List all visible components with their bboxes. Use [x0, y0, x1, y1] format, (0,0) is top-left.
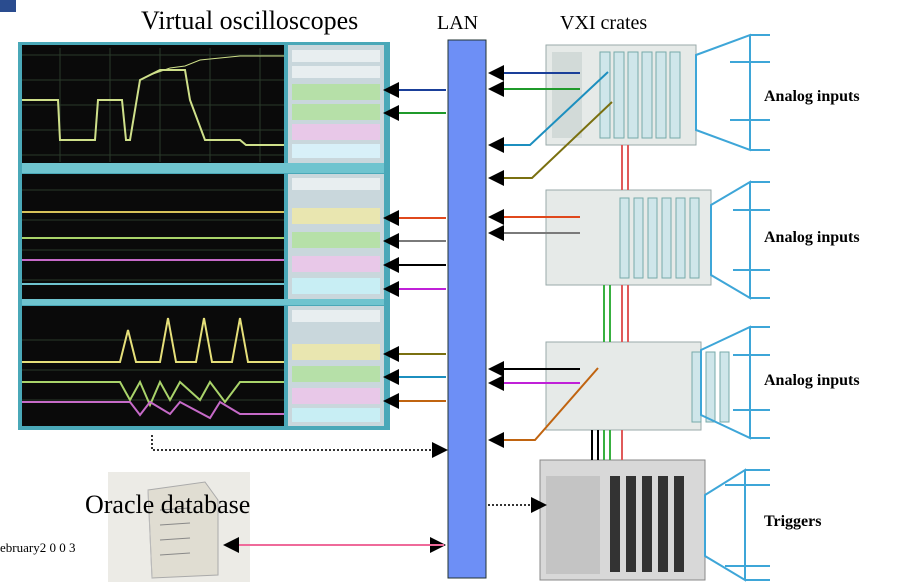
scope-screen-1 [22, 45, 284, 163]
dotted-links [151, 435, 547, 513]
oscilloscopes-title: Virtual oscilloscopes [141, 6, 359, 35]
trigger-crate [539, 459, 770, 582]
triggers-label: Triggers [764, 513, 822, 530]
lan-to-scope-arrows [383, 82, 446, 409]
scope-screen-3 [22, 306, 284, 426]
lan-label: LAN [437, 12, 479, 34]
slide-corner-mark [0, 0, 16, 12]
analog-inputs-label-2: Analog inputs [764, 229, 860, 246]
crate-interconnects [591, 145, 629, 460]
analog-inputs-label-3: Analog inputs [764, 372, 860, 389]
vxi-crate-3 [545, 325, 770, 440]
vxi-crate-2 [545, 180, 770, 300]
crate-to-lan-arrows [488, 65, 613, 448]
vxi-crates-label: VXI crates [560, 12, 648, 34]
lan-bus [447, 39, 487, 579]
database-server [108, 472, 250, 582]
analog-inputs-label-1: Analog inputs [764, 88, 860, 105]
virtual-oscilloscopes-panel [18, 42, 390, 430]
scope-screen-2 [22, 174, 284, 299]
vxi-crate-1 [545, 33, 770, 152]
scope-control-panels [288, 45, 384, 426]
footer-date: ebruary2 0 0 3 [0, 540, 76, 555]
oracle-database-label: Oracle database [85, 490, 251, 519]
